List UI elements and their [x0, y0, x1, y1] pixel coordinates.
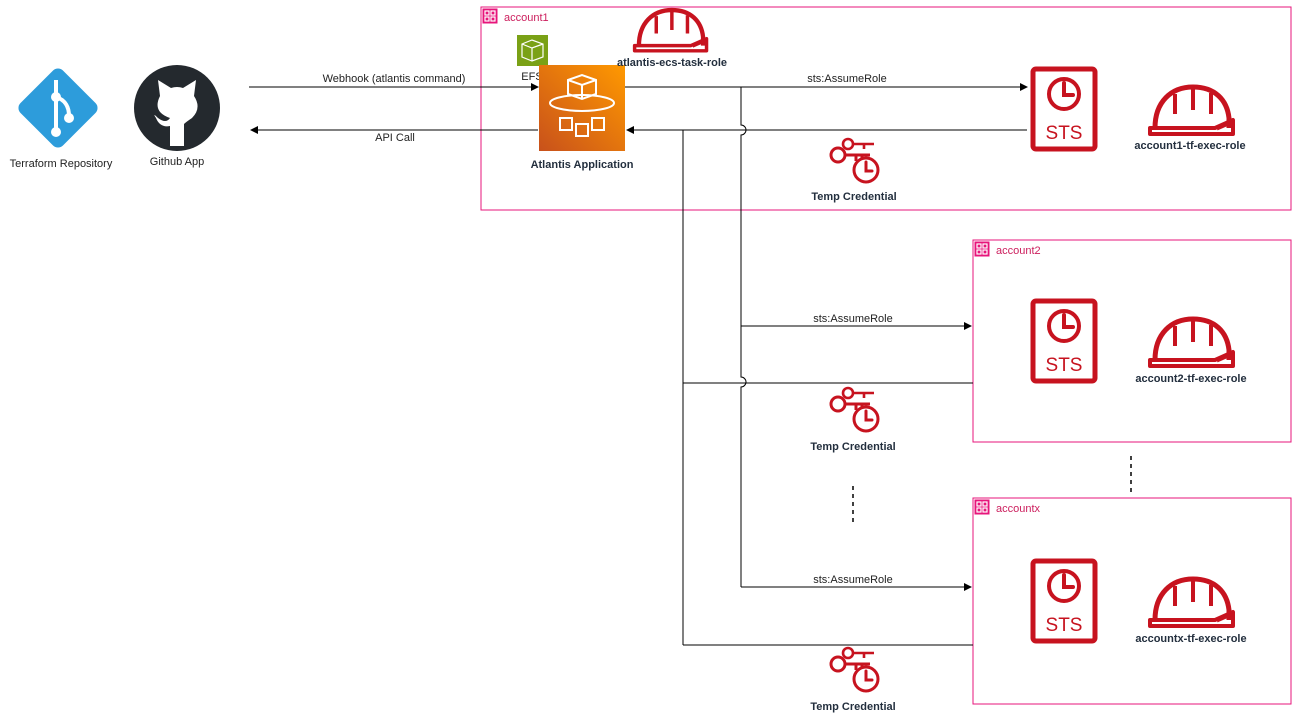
- accountx-group: [972, 497, 1292, 705]
- atlantis-application-label: Atlantis Application: [531, 159, 634, 171]
- assume-role-label-accountx: sts:AssumeRole: [813, 574, 892, 586]
- sts-icon-text: STS: [1046, 123, 1083, 144]
- iam-role-icon: [635, 10, 707, 51]
- iam-role-icon: [1150, 579, 1233, 626]
- account1-group: [480, 6, 1292, 211]
- assume-role-label-account2: sts:AssumeRole: [813, 313, 892, 325]
- api-call-label: API Call: [375, 132, 415, 144]
- temp-credential-icon: [829, 386, 880, 433]
- efs-icon: [517, 35, 548, 66]
- account-group-icon: [974, 499, 990, 515]
- accountx-title: accountx: [996, 503, 1041, 515]
- accountx-tf-exec-role-label: accountx-tf-exec-role: [1135, 633, 1246, 645]
- atlantis-ecs-task-role-label: atlantis-ecs-task-role: [617, 57, 727, 69]
- account-group-icon: [482, 8, 498, 24]
- sts-icon-text: STS: [1046, 615, 1083, 636]
- iam-role-icon: [1150, 319, 1233, 366]
- temp-credential-label-account2: Temp Credential: [810, 441, 895, 453]
- account2-title: account2: [996, 245, 1041, 257]
- assume-role-trunk: [740, 87, 747, 587]
- terraform-repository-label: Terraform Repository: [10, 158, 113, 170]
- git-icon: [18, 68, 98, 148]
- iam-role-icon: [1150, 87, 1233, 134]
- temp-credential-label-accountx: Temp Credential: [810, 701, 895, 713]
- efs-label: EFS: [521, 71, 542, 83]
- account2-tf-exec-role-label: account2-tf-exec-role: [1135, 373, 1246, 385]
- github-icon: [134, 65, 220, 151]
- sts-icon-text: STS: [1046, 355, 1083, 376]
- account-group-icon: [974, 241, 990, 257]
- fargate-icon: [539, 65, 625, 151]
- account1-tf-exec-role-label: account1-tf-exec-role: [1134, 140, 1245, 152]
- github-app-label: Github App: [150, 156, 204, 168]
- temp-credential-icon: [829, 137, 880, 184]
- temp-credential-icon: [829, 646, 880, 693]
- account1-title: account1: [504, 12, 549, 24]
- webhook-label: Webhook (atlantis command): [323, 73, 466, 85]
- account2-group: [972, 239, 1292, 443]
- assume-role-label-account1: sts:AssumeRole: [807, 73, 886, 85]
- temp-credential-label-account1: Temp Credential: [811, 191, 896, 203]
